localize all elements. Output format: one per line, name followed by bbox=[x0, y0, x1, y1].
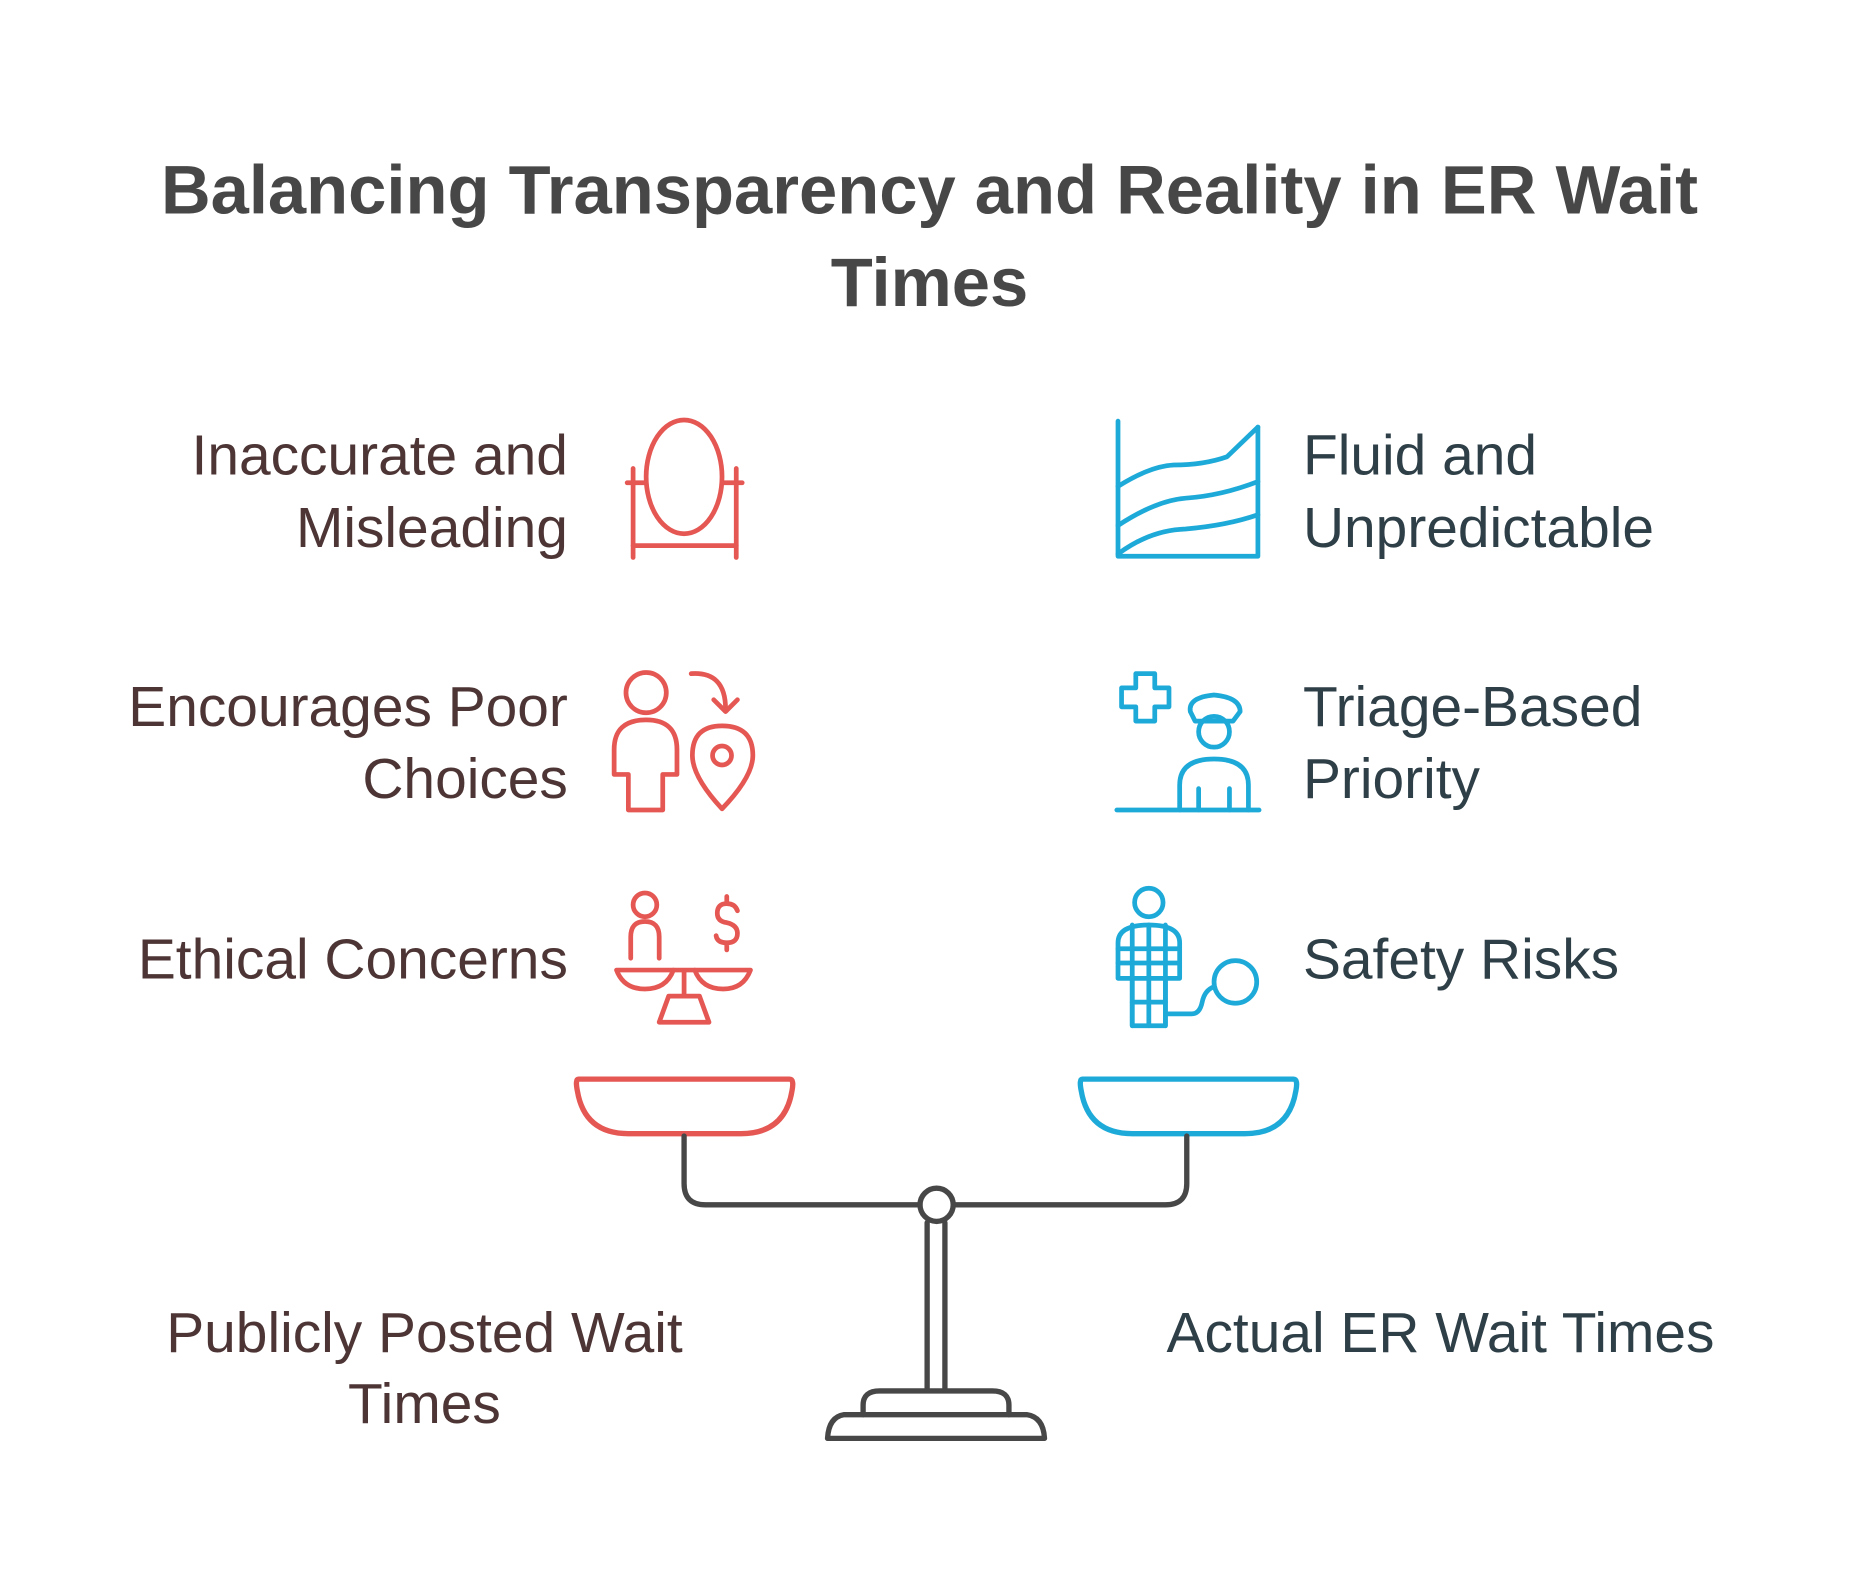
right-item-1-line-1: Fluid and bbox=[1303, 423, 1537, 487]
patient-monitor-icon bbox=[1115, 885, 1260, 1029]
left-item-2-line-2: Choices bbox=[362, 747, 568, 811]
balance-scale bbox=[573, 1076, 1300, 1442]
left-item-1-line-1: Inaccurate and bbox=[192, 423, 568, 487]
nurse-icon bbox=[1114, 671, 1262, 813]
left-item-1-line-2: Misleading bbox=[296, 496, 568, 560]
wave-chart-icon bbox=[1115, 418, 1261, 559]
right-pan bbox=[1077, 1076, 1300, 1137]
left-item-2-line-1: Encourages Poor bbox=[128, 675, 568, 739]
right-item-3: Safety Risks bbox=[1303, 927, 1619, 991]
ethics-scale-icon bbox=[614, 890, 753, 1025]
left-heading-line-2: Times bbox=[348, 1372, 501, 1436]
left-item-3: Ethical Concerns bbox=[138, 927, 568, 991]
person-location-icon bbox=[611, 670, 756, 813]
right-item-1-line-2: Unpredictable bbox=[1303, 496, 1654, 560]
title-line-1: Balancing Transparency and Reality in ER… bbox=[161, 152, 1698, 229]
right-item-2-line-2: Priority bbox=[1303, 747, 1481, 811]
title-line-2: Times bbox=[831, 244, 1028, 321]
left-heading-line-1: Publicly Posted Wait bbox=[166, 1301, 683, 1365]
right-item-2-line-1: Triage-Based bbox=[1303, 675, 1642, 739]
left-pan bbox=[573, 1076, 796, 1137]
mirror-icon bbox=[624, 417, 745, 560]
right-heading: Actual ER Wait Times bbox=[1167, 1301, 1715, 1365]
